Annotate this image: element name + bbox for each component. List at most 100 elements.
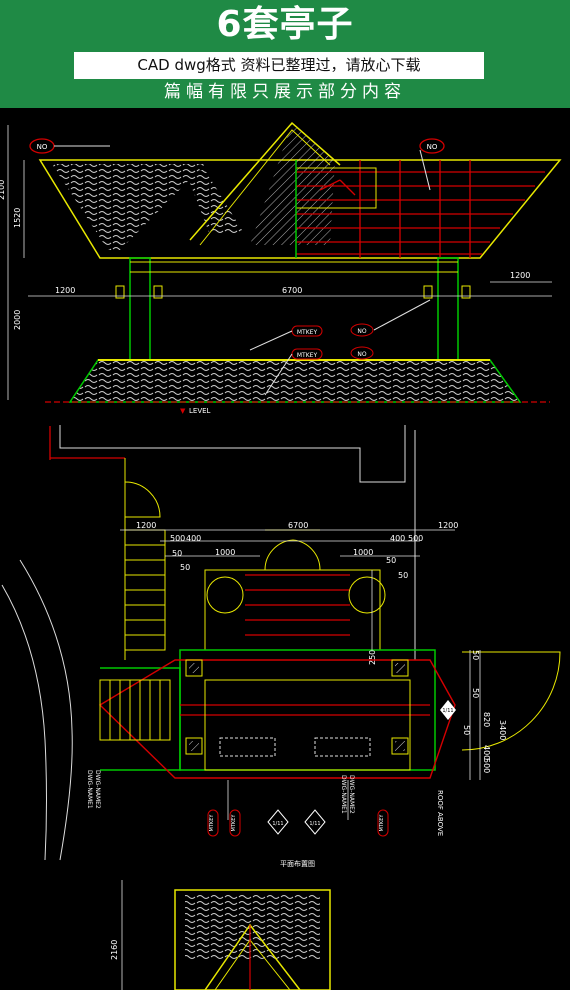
dim-50-vert-b: 50 [471,688,480,698]
plan-inner-rect [204,679,411,771]
svg-text:MTKEY: MTKEY [231,814,237,832]
roof-timber-section [296,160,545,258]
roof-ridge-inner [199,129,331,246]
tag-no-left: NO [29,138,110,154]
roof-stone-texture-2 [185,170,245,235]
dim-500-right: 500 [408,534,423,543]
dim-400-right: 400 [390,534,405,543]
platform-left-wing [100,667,181,771]
dim-roof-top: 2100 [0,180,6,200]
door-swing [124,481,161,518]
svg-text:NO: NO [357,328,366,335]
banner: 6套亭子 CAD dwg格式 资料已整理过，请放心下载 篇幅有限只展示部分内容 [0,0,570,108]
section-marker-right: 1/11 [440,700,456,720]
roof-ridge [189,121,341,241]
tag-mtkey-plan-3: MTKEY [377,809,389,837]
dim-400-vert: 400 [482,745,491,760]
dim-left-overhang: 1200 [55,286,75,295]
dim-820: 820 [482,712,491,727]
column-box [391,659,409,677]
leader-line [249,330,293,351]
svg-text:MTKEY: MTKEY [297,329,318,336]
level-marker: ▼ [180,407,186,415]
right-swing [461,651,561,751]
column-circle [206,576,244,614]
dim-50-b: 50 [180,563,190,572]
dim-plan-right: 1200 [438,521,458,530]
stairs-left [124,529,166,651]
roof-outline [38,159,562,259]
base-platform [68,359,522,403]
plan-dimensions [120,529,481,820]
svg-text:NO: NO [357,351,366,358]
site-boundary [59,425,406,483]
plan-view: 6700 1200 1200 500 400 400 500 1000 1000… [1,425,561,868]
column-right [437,257,459,361]
tag-mtkey-1: MTKEY [291,325,323,337]
roof-ridge-hatch [250,123,335,245]
dwg-name1-right: DWG-NAME1 [340,775,347,814]
tag-no-3: NO [350,323,374,337]
section-marker-bottom-b: 1/11 [304,809,326,835]
dim-50-vert-c: 50 [462,725,471,735]
dim-50-vert-a: 50 [471,650,480,660]
dim-width: 6700 [282,286,302,295]
garden-path [1,584,47,861]
elevation-view: NO NO 2100 1520 2000 1200 6700 [0,121,562,415]
dim-column-height: 2000 [13,310,22,330]
dwg-name2-right: DWG-NAME2 [348,775,355,814]
svg-text:NO: NO [37,143,48,151]
plan-upper-frame [204,569,381,651]
lower-elevation-view: 2160 [110,880,331,990]
roof-stone-texture [52,164,205,250]
dim-2160: 2160 [110,940,119,960]
svg-text:MTKEY: MTKEY [379,814,385,832]
column-left [129,257,151,361]
dim-500-vert: 500 [482,758,491,773]
dim-50-a: 50 [172,549,182,558]
column-box [185,737,203,755]
svg-text:1/11: 1/11 [442,708,453,714]
stairs-center [245,574,350,636]
dim-250: 250 [368,650,377,665]
svg-text:MTKEY: MTKEY [209,814,215,832]
cad-drawing: NO NO 2100 1520 2000 1200 6700 [0,121,562,990]
column-circle [348,576,386,614]
svg-text:MTKEY: MTKEY [297,352,318,359]
dim-plan-left: 1200 [136,521,156,530]
bench [219,737,276,757]
dim-right-overhang: 1200 [510,271,530,280]
dim-400-left: 400 [186,534,201,543]
roof-footprint [98,659,456,779]
elevation-dimensions [7,125,552,400]
garden-path [19,559,73,861]
svg-text:1/11: 1/11 [309,821,320,827]
dim-50-c: 50 [386,556,396,565]
column-box [391,737,409,755]
dwg-name1-left: DWG-NAME1 [86,770,93,809]
tag-mtkey-plan-1: MTKEY [207,809,219,837]
dim-50-d: 50 [398,571,408,580]
col-bracket [461,285,471,299]
plan-caption: 平面布置图 [280,859,315,868]
column-box [185,659,203,677]
door-swing [264,539,321,571]
tag-mtkey-2: MTKEY [291,348,323,360]
tag-no-4: NO [350,346,374,360]
stairs-side [99,679,171,741]
dim-1000-right: 1000 [353,548,373,557]
dim-plan-overall: 6700 [288,521,308,530]
tag-no-right: NO [419,138,445,191]
col-bracket [115,285,125,299]
banner-tagline: 篇幅有限只展示部分内容 [164,82,406,102]
dwg-name2-left: DWG-NAME2 [94,770,101,809]
level-label: LEVEL [189,407,211,415]
svg-text:NO: NO [427,143,438,151]
lower-roof [174,889,331,990]
leader-line [373,299,431,331]
col-bracket [153,285,163,299]
bench [314,737,371,757]
tag-mtkey-plan-2: MTKEY [229,809,241,837]
section-marker-bottom-a: 1/11 [267,809,289,835]
svg-text:1/11: 1/11 [272,821,283,827]
